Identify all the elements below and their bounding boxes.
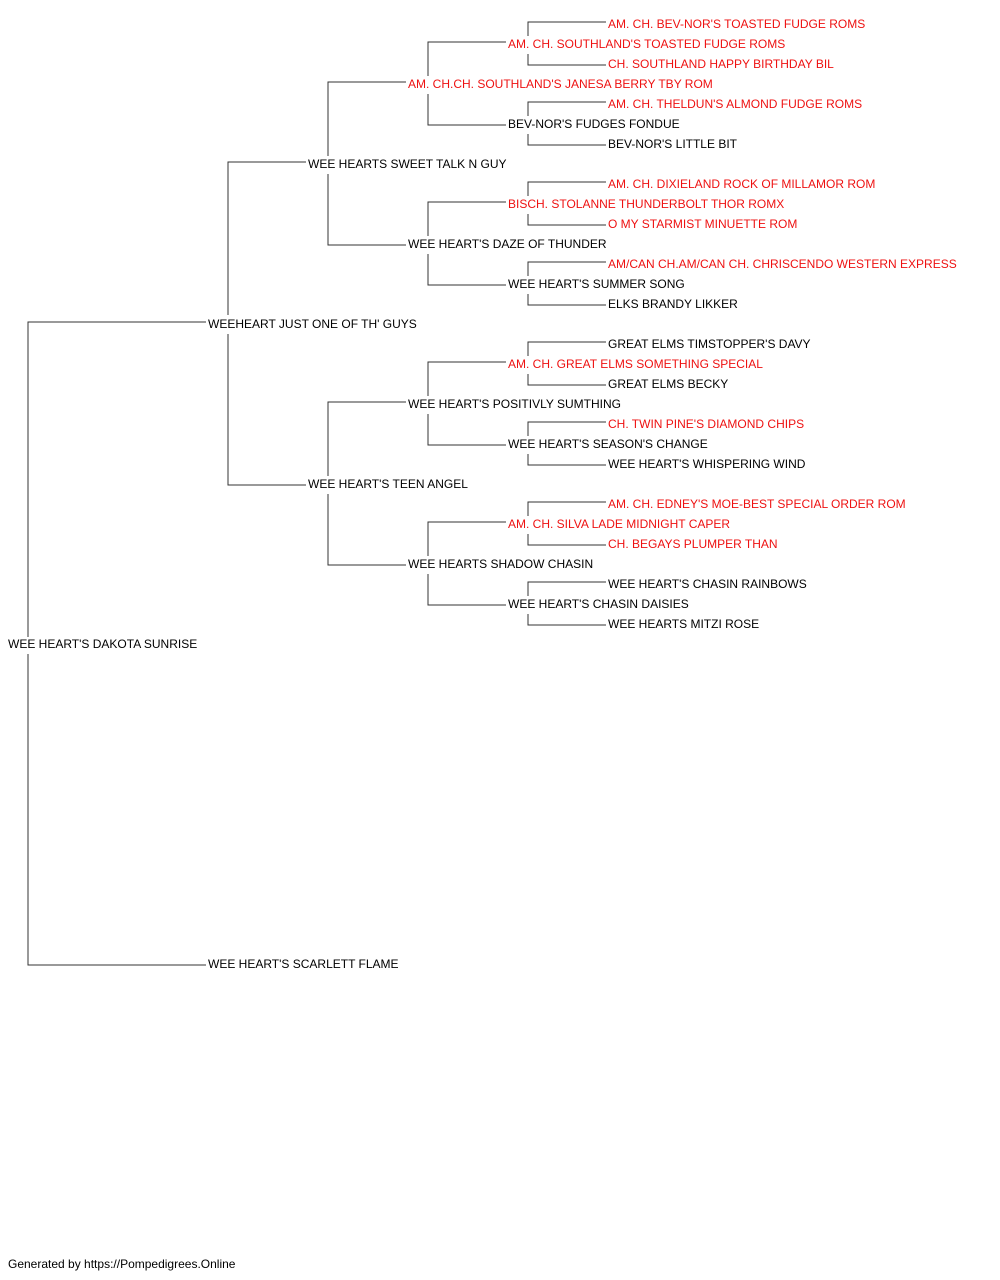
- ancestor-sdds[interactable]: AM. CH. SILVA LADE MIDNIGHT CAPER: [508, 517, 731, 531]
- ancestor-ssdsd[interactable]: O MY STARMIST MINUETTE ROM: [608, 217, 798, 231]
- ancestor-sddd[interactable]: WEE HEART'S CHASIN DAISIES: [508, 597, 689, 611]
- ancestor-sssss[interactable]: AM. CH. BEV-NOR'S TOASTED FUDGE ROMS: [608, 17, 866, 31]
- connector-sire: [227, 161, 306, 486]
- sire[interactable]: WEEHEART JUST ONE OF TH' GUYS: [208, 317, 417, 331]
- ancestor-sds[interactable]: WEE HEART'S POSITIVLY SUMTHING: [408, 397, 621, 411]
- connector-sss: [427, 41, 506, 126]
- ancestor-ssss[interactable]: AM. CH. SOUTHLAND'S TOASTED FUDGE ROMS: [508, 37, 786, 51]
- ancestor-sssd[interactable]: BEV-NOR'S FUDGES FONDUE: [508, 117, 680, 131]
- connector-sdsd: [527, 421, 606, 466]
- connector-ssds: [527, 181, 606, 226]
- ancestor-ssssd[interactable]: CH. SOUTHLAND HAPPY BIRTHDAY BIL: [608, 57, 834, 71]
- connector-sdds: [527, 501, 606, 546]
- connector-ssd: [427, 201, 506, 286]
- ancestor-sddds[interactable]: WEE HEART'S CHASIN RAINBOWS: [608, 577, 807, 591]
- ancestor-ssds[interactable]: BISCH. STOLANNE THUNDERBOLT THOR ROMX: [508, 197, 785, 211]
- connector-sds: [427, 361, 506, 446]
- ancestor-ssdd[interactable]: WEE HEART'S SUMMER SONG: [508, 277, 685, 291]
- paternal-granddam[interactable]: WEE HEART'S TEEN ANGEL: [308, 477, 468, 491]
- ancestor-ssdss[interactable]: AM. CH. DIXIELAND ROCK OF MILLAMOR ROM: [608, 177, 876, 191]
- connector-ssss: [527, 21, 606, 66]
- ancestor-sddss[interactable]: AM. CH. EDNEY'S MOE-BEST SPECIAL ORDER R…: [608, 497, 906, 511]
- generator-credit: Generated by https://Pompedigrees.Online: [8, 1257, 236, 1271]
- ancestor-sdsdd[interactable]: WEE HEART'S WHISPERING WIND: [608, 457, 806, 471]
- ancestor-ssd[interactable]: WEE HEART'S DAZE OF THUNDER: [408, 237, 607, 251]
- ancestor-sdsss[interactable]: GREAT ELMS TIMSTOPPER'S DAVY: [608, 337, 811, 351]
- ancestor-sdssd[interactable]: GREAT ELMS BECKY: [608, 377, 729, 391]
- paternal-grandsire[interactable]: WEE HEARTS SWEET TALK N GUY: [308, 157, 507, 171]
- ancestor-ssdds[interactable]: AM/CAN CH.AM/CAN CH. CHRISCENDO WESTERN …: [608, 257, 957, 271]
- ancestor-sdsds[interactable]: CH. TWIN PINE'S DIAMOND CHIPS: [608, 417, 805, 431]
- connector-subject: [27, 321, 206, 966]
- connector-sddd: [527, 581, 606, 626]
- ancestor-sdsd[interactable]: WEE HEART'S SEASON'S CHANGE: [508, 437, 708, 451]
- ancestor-sssds[interactable]: AM. CH. THELDUN'S ALMOND FUDGE ROMS: [608, 97, 863, 111]
- connector-sire-dam: [327, 401, 406, 566]
- connector-sdss: [527, 341, 606, 386]
- connector-sdd: [427, 521, 506, 606]
- ancestor-sdddd[interactable]: WEE HEARTS MITZI ROSE: [608, 617, 760, 631]
- connector-ssdd: [527, 261, 606, 306]
- connector-sire-sire: [327, 81, 406, 246]
- connector-sssd: [527, 101, 606, 146]
- subject-dog[interactable]: WEE HEART'S DAKOTA SUNRISE: [8, 637, 198, 651]
- ancestor-ssddd[interactable]: ELKS BRANDY LIKKER: [608, 297, 738, 311]
- ancestor-sdss[interactable]: AM. CH. GREAT ELMS SOMETHING SPECIAL: [508, 357, 763, 371]
- dam[interactable]: WEE HEART'S SCARLETT FLAME: [208, 957, 399, 971]
- ancestor-sss[interactable]: AM. CH.CH. SOUTHLAND'S JANESA BERRY TBY …: [408, 77, 713, 91]
- ancestor-sddsd[interactable]: CH. BEGAYS PLUMPER THAN: [608, 537, 778, 551]
- ancestor-sdd[interactable]: WEE HEARTS SHADOW CHASIN: [408, 557, 594, 571]
- ancestor-sssdd[interactable]: BEV-NOR'S LITTLE BIT: [608, 137, 737, 151]
